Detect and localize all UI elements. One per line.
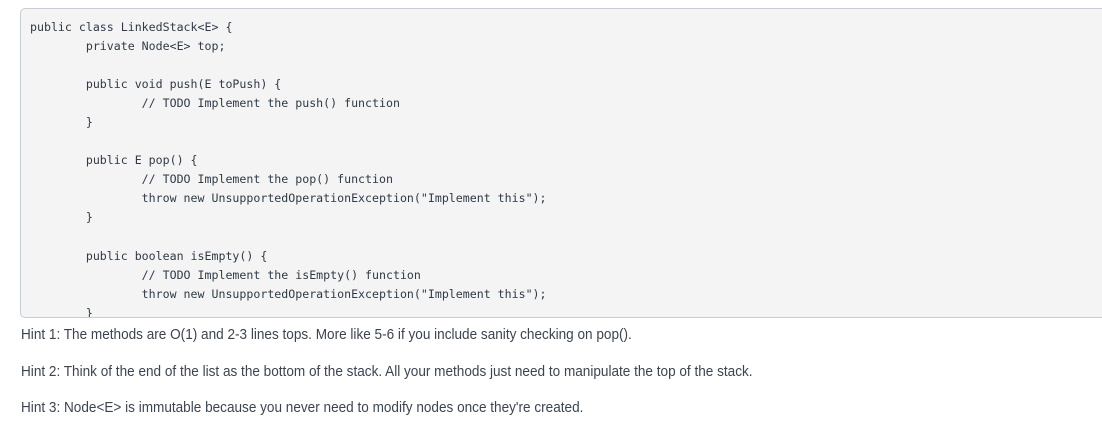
code-line: public class LinkedStack<E> { [30, 20, 233, 34]
code-line: private Node<E> top; [30, 39, 226, 54]
code-line-blank [30, 228, 1102, 247]
code-block: public class LinkedStack<E> { private No… [21, 9, 1102, 318]
code-line: // TODO Implement the push() function [30, 96, 400, 111]
hint-3: Hint 3: Node<E> is immutable because you… [21, 400, 584, 416]
code-block-card: public class LinkedStack<E> { private No… [20, 8, 1102, 318]
code-line: // TODO Implement the isEmpty() function [30, 267, 421, 282]
code-line: } [30, 115, 93, 130]
code-line: // TODO Implement the pop() function [30, 172, 393, 187]
code-line: public void push(E toPush) { [30, 77, 282, 92]
code-line: } [30, 210, 93, 225]
code-line: } [30, 305, 93, 318]
code-line: public boolean isEmpty() { [30, 248, 268, 263]
code-line: throw new UnsupportedOperationException(… [30, 191, 547, 206]
hints-section: Hint 1: The methods are O(1) and 2-3 lin… [21, 325, 1091, 418]
hint-2: Hint 2: Think of the end of the list as … [21, 363, 753, 380]
code-line-blank [30, 56, 1102, 75]
code-line: public E pop() { [30, 153, 198, 168]
code-line-blank [30, 132, 1102, 151]
hint-1: Hint 1: The methods are O(1) and 2-3 lin… [21, 327, 632, 343]
code-line: throw new UnsupportedOperationException(… [30, 286, 547, 301]
